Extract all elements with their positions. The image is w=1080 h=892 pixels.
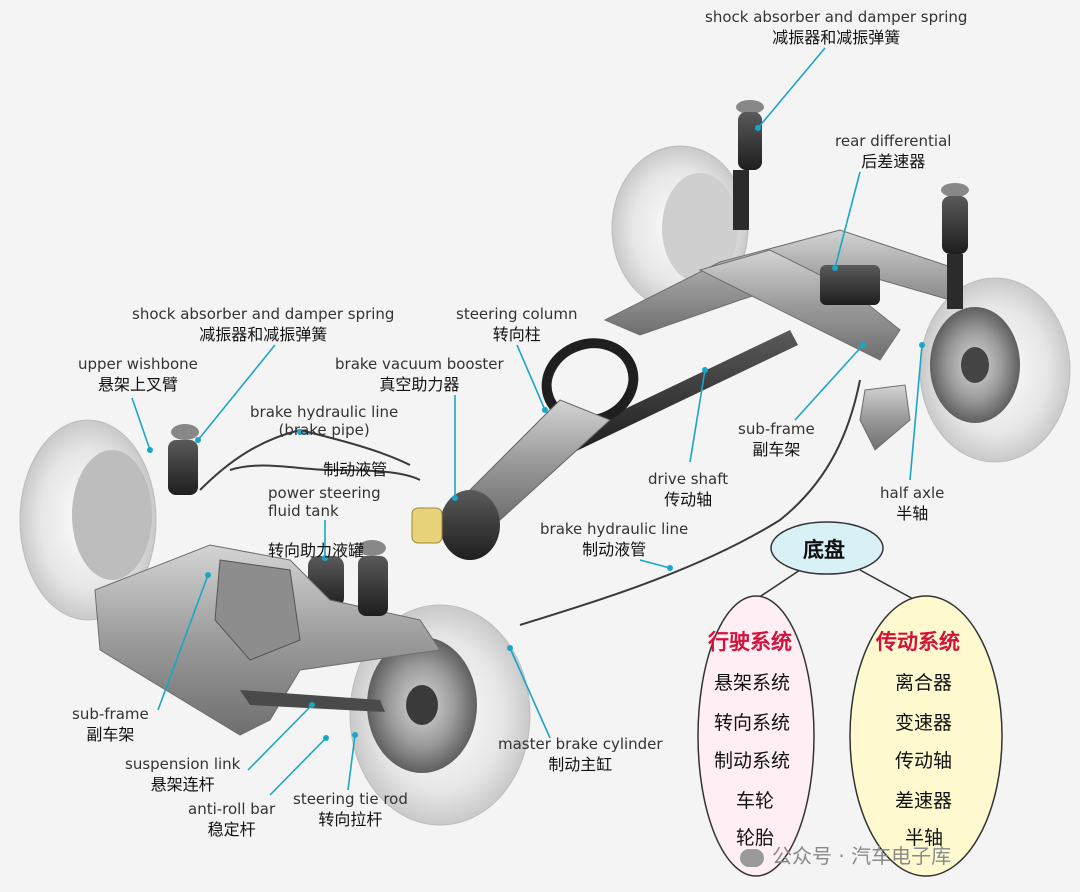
leader-dots bbox=[147, 125, 925, 741]
label-drive-shaft: drive shaft 传动轴 bbox=[648, 470, 729, 509]
tree-right-item: 传动轴 bbox=[895, 750, 953, 772]
label-master-brake-cylinder: master brake cylinder 制动主缸 bbox=[498, 735, 663, 774]
label-brake-line: brake hydraulic line 制动液管 bbox=[540, 520, 689, 559]
tree-left-item: 悬架系统 bbox=[714, 672, 791, 694]
wechat-icon bbox=[740, 848, 764, 867]
tree-left-ellipse bbox=[697, 595, 815, 877]
label-steering-column: steering column 转向柱 bbox=[456, 305, 578, 344]
tree-right-ellipse bbox=[849, 595, 1003, 877]
label-shock-rear: shock absorber and damper spring 减振器和减振弹… bbox=[705, 8, 968, 47]
label-brake-booster: brake vacuum booster 真空助力器 bbox=[335, 355, 504, 394]
watermark: 公众号 · 汽车电子库 bbox=[740, 840, 951, 869]
tree-right-item: 离合器 bbox=[895, 672, 953, 694]
label-suspension-link: suspension link 悬架连杆 bbox=[125, 755, 241, 794]
label-ps-tank: power steering fluid tank 转向助力液罐 bbox=[268, 484, 381, 561]
front-left-wheel bbox=[19, 419, 157, 621]
tree-right-item: 变速器 bbox=[895, 712, 953, 734]
label-half-axle: half axle 半轴 bbox=[880, 484, 945, 523]
front-right-wheel bbox=[349, 604, 531, 826]
label-shock-front: shock absorber and damper spring 减振器和减振弹… bbox=[132, 305, 395, 344]
label-anti-roll-bar: anti-roll bar 稳定杆 bbox=[188, 800, 276, 839]
front-shock-left bbox=[168, 424, 199, 495]
rear-shock-right bbox=[941, 183, 969, 309]
tree-root-label: 底盘 bbox=[803, 537, 845, 562]
system-tree bbox=[697, 521, 1003, 877]
tree-right-title: 传动系统 bbox=[876, 629, 960, 654]
tree-left-item: 轮胎 bbox=[736, 827, 775, 849]
tree-left-item: 车轮 bbox=[736, 790, 775, 812]
label-brake-line-pipe: brake hydraulic line (brake pipe) 制动液管 bbox=[250, 403, 399, 480]
label-upper-wishbone: upper wishbone 悬架上叉臂 bbox=[78, 355, 198, 394]
leader-lines bbox=[131, 47, 923, 796]
label-subframe-rear: sub-frame 副车架 bbox=[738, 420, 815, 459]
tree-right-item: 差速器 bbox=[895, 790, 953, 812]
tree-left-title: 行驶系统 bbox=[708, 629, 792, 654]
tree-left-item: 转向系统 bbox=[714, 712, 791, 734]
tree-right-item: 半轴 bbox=[905, 827, 944, 849]
rear-subframe bbox=[603, 229, 961, 451]
rear-right-wheel bbox=[919, 277, 1071, 463]
front-subframe bbox=[94, 544, 441, 736]
drive-shaft bbox=[560, 330, 798, 455]
front-shock-right bbox=[358, 540, 388, 616]
watermark-text: 公众号 · 汽车电子库 bbox=[772, 844, 952, 868]
tree-root-ellipse bbox=[770, 521, 884, 575]
tree-left-item: 制动系统 bbox=[714, 750, 791, 772]
brake-booster bbox=[411, 490, 500, 560]
label-steering-tie-rod: steering tie rod 转向拉杆 bbox=[293, 790, 408, 829]
label-subframe-front: sub-frame 副车架 bbox=[72, 705, 149, 744]
steering-wheel bbox=[459, 338, 639, 521]
label-rear-differential: rear differential 后差速器 bbox=[835, 132, 952, 171]
rear-shock-left bbox=[733, 100, 764, 230]
